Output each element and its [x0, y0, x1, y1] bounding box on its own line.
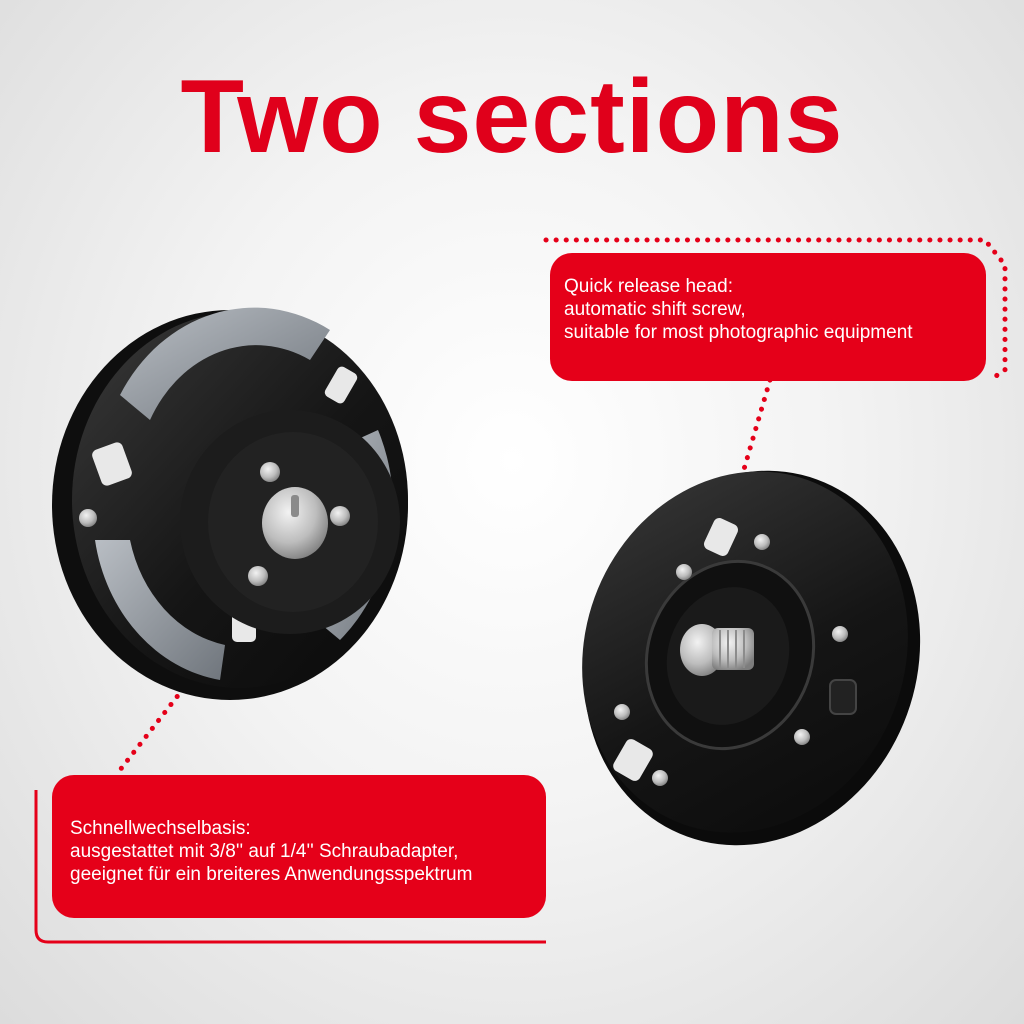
callout-quick-release-head: Quick release head: automatic shift scre…	[550, 253, 986, 381]
page-title: Two sections	[180, 59, 844, 175]
bracket-bottom	[34, 790, 546, 944]
callout-bottom-line1: Schnellwechselbasis:	[70, 818, 251, 839]
callout-bottom-line2: ausgestattet mit 3/8'' auf 1/4'' Schraub…	[70, 841, 459, 862]
quick-release-base	[52, 307, 408, 700]
callout-top-line2: automatic shift screw,	[564, 299, 746, 320]
callout-bottom-line3: geeignet für ein breiteres Anwendungsspe…	[70, 864, 473, 885]
callout-quick-release-base: Schnellwechselbasis: ausgestattet mit 3/…	[52, 775, 546, 918]
quick-release-head	[582, 470, 921, 846]
callout-top-line3: suitable for most photographic equipment	[564, 322, 913, 343]
callout-top-line1: Quick release head:	[564, 276, 733, 297]
